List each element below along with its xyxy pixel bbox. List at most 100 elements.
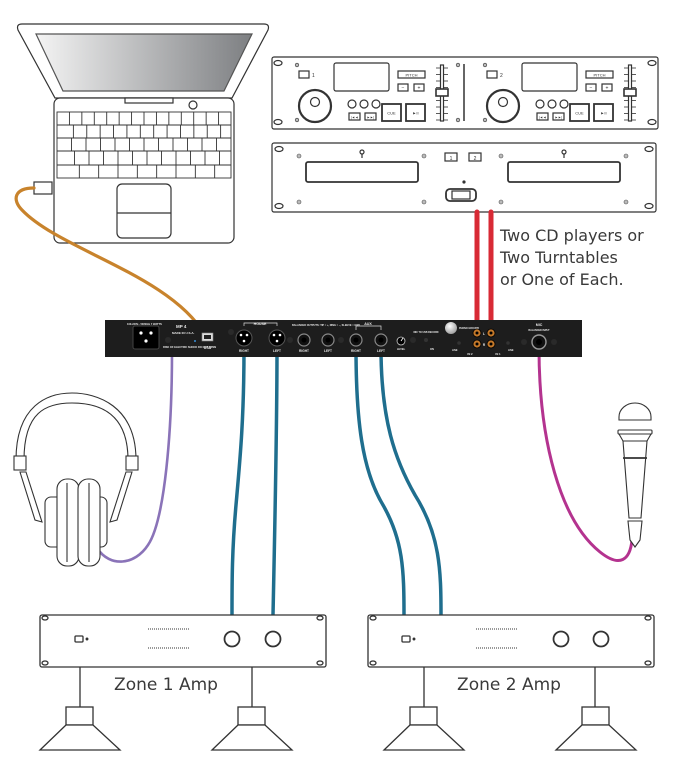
rca-l-label: L: [483, 332, 485, 336]
rca-r-label: R: [483, 343, 486, 347]
pitch-minus-button: [397, 83, 409, 92]
mic-input-jack[interactable]: [531, 334, 547, 350]
rca-in1-right[interactable]: [486, 339, 496, 349]
prev-track-button: [348, 112, 361, 121]
trs-left-jack[interactable]: [321, 333, 335, 347]
pitch-fader-knob: [435, 88, 449, 97]
mixer-warning: RISK OF ELECTRIC SHOCK DO NOT OPEN: [163, 345, 216, 349]
line-phono-label-1: LINE: [508, 349, 514, 352]
source-note-line-1: Two CD players or: [499, 226, 644, 245]
pitch-plus-label: +: [606, 86, 609, 92]
trs-right-label: RIGHT: [299, 349, 309, 353]
transport-button-2-label: 2: [474, 156, 477, 162]
mixer-rear-panel: MP 4 MADE IN U.S.A. 100-240V~ 50/60Hz 7 …: [105, 320, 582, 357]
jog-wheel: [485, 88, 521, 124]
deck-display: [521, 62, 578, 92]
headband: [15, 392, 137, 461]
aux-right-cable: [354, 346, 406, 617]
house-right-xlr[interactable]: [235, 329, 253, 347]
in2-label: IN 2: [467, 352, 473, 356]
zone-2-power-switch: [401, 635, 411, 643]
pitch-button: [585, 70, 614, 79]
deck-small-button: [547, 99, 557, 109]
rca-in1-left[interactable]: [486, 328, 496, 338]
pitch-plus-button: [601, 83, 613, 92]
house-left-xlr[interactable]: [268, 329, 286, 347]
house-left-label: LEFT: [273, 349, 281, 353]
zone-1-speaker-right: [210, 706, 294, 751]
pitch-minus-label: −: [590, 86, 593, 92]
deck-number-box: [298, 70, 310, 79]
cue-button: [381, 103, 402, 122]
trs-right-jack[interactable]: [297, 333, 311, 347]
cue-label: CUE: [575, 111, 584, 116]
line-phono-label-2: LINE: [452, 349, 458, 352]
play-pause-label: ►II: [412, 111, 418, 116]
prev-track-button: [536, 112, 549, 121]
transport-button-1: [444, 152, 458, 162]
deck-small-button: [347, 99, 357, 109]
mixer-model: MP 4: [176, 324, 187, 329]
source-note: Two CD players or Two Turntables or One …: [499, 226, 644, 289]
cd-tray-1: [305, 161, 419, 183]
phono-ground-knob[interactable]: [445, 322, 457, 334]
aux-level-knob[interactable]: [396, 336, 406, 346]
play-pause-button: [593, 103, 614, 122]
zone-1-amp-label: Zone 1 Amp: [114, 675, 218, 695]
source-note-line-2: Two Turntables: [499, 248, 618, 267]
house-left-cable: [271, 346, 279, 617]
level-label: LEVEL: [397, 347, 406, 351]
pitch-fader-knob: [623, 88, 637, 97]
aux-left-jack[interactable]: [374, 333, 388, 347]
pitch-button: [397, 70, 426, 79]
next-track-label: ►►|: [555, 116, 563, 120]
play-pause-button: [405, 103, 426, 122]
rca-in2-left[interactable]: [472, 328, 482, 338]
jog-wheel: [297, 88, 333, 124]
trackpad: [116, 183, 172, 239]
pitch-label: PITCH: [594, 73, 606, 78]
mic-to-usb-switch[interactable]: [424, 338, 428, 342]
laptop: [16, 23, 270, 244]
transport-button-2: [468, 152, 482, 162]
deck-small-button: [559, 99, 569, 109]
zone-1-speaker-left: [38, 706, 122, 751]
deck-display: [333, 62, 390, 92]
in2-switch[interactable]: [457, 341, 461, 345]
house-label: HOUSE: [254, 322, 267, 326]
zone-1-power-switch: [74, 635, 84, 643]
microphone: [617, 402, 653, 548]
zone-2-input-1: [552, 630, 570, 648]
rca-in2-right[interactable]: [472, 339, 482, 349]
pitch-plus-label: +: [418, 86, 421, 92]
aux-label: AUX: [364, 322, 372, 326]
on-label: ON: [430, 347, 434, 351]
deck-small-button: [371, 99, 381, 109]
laptop-screen: [35, 33, 253, 92]
source-note-line-3: or One of Each.: [500, 270, 624, 289]
zone-2-amp-label: Zone 2 Amp: [457, 675, 561, 695]
next-track-button: [552, 112, 565, 121]
deck-number-label: 1: [312, 73, 315, 79]
aux-left-cable: [379, 346, 443, 617]
in1-switch[interactable]: [506, 341, 510, 345]
aux-right-jack[interactable]: [349, 333, 363, 347]
mic-cable: [537, 346, 634, 562]
deck-small-button: [535, 99, 545, 109]
usb-cable: [14, 186, 207, 337]
in1-label: IN 1: [495, 352, 501, 356]
zone-1-input-2: [264, 630, 282, 648]
pitch-minus-label: −: [402, 86, 405, 92]
headphone-cable: [95, 350, 174, 563]
zone-1-amp: [38, 614, 327, 751]
pitch-label: PITCH: [406, 73, 418, 78]
mixer-made-in: MADE IN U.S.A.: [172, 331, 195, 335]
jog-wheel-center: [497, 96, 509, 108]
play-pause-label: ►II: [600, 111, 606, 116]
pitch-plus-button: [413, 83, 425, 92]
aux-right-label: RIGHT: [351, 349, 361, 353]
zone-2-speaker-left: [382, 706, 466, 751]
